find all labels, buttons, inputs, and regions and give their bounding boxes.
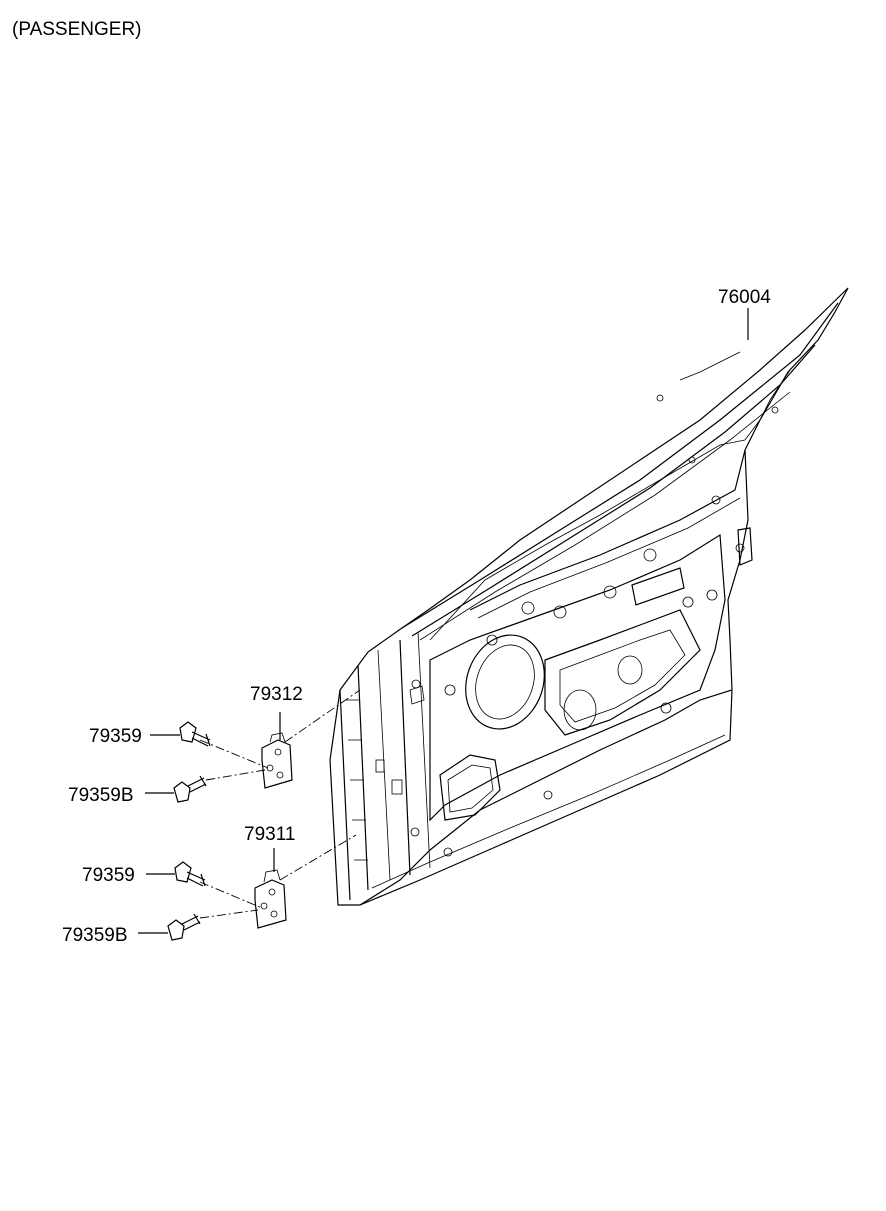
bolt-icon	[174, 861, 206, 887]
part-label-79359b-lower: 79359B	[62, 925, 128, 946]
bolt-icon	[167, 913, 201, 941]
door-hinge-icon	[261, 732, 293, 789]
part-label-79311: 79311	[244, 824, 295, 845]
lower-hinge-group	[138, 834, 357, 941]
diagram-header: (PASSENGER)	[12, 19, 142, 40]
part-label-79359b-upper: 79359B	[68, 785, 134, 806]
bolt-icon	[173, 775, 207, 803]
part-label-79359-upper: 79359	[89, 726, 142, 747]
part-label-79359-lower: 79359	[82, 865, 135, 886]
part-label-76004: 76004	[718, 287, 771, 308]
door-hinge-icon	[254, 869, 287, 929]
part-label-79312: 79312	[250, 684, 303, 705]
front-door-panel-icon	[329, 287, 849, 906]
upper-hinge-group	[145, 689, 361, 803]
bolt-icon	[179, 721, 211, 747]
